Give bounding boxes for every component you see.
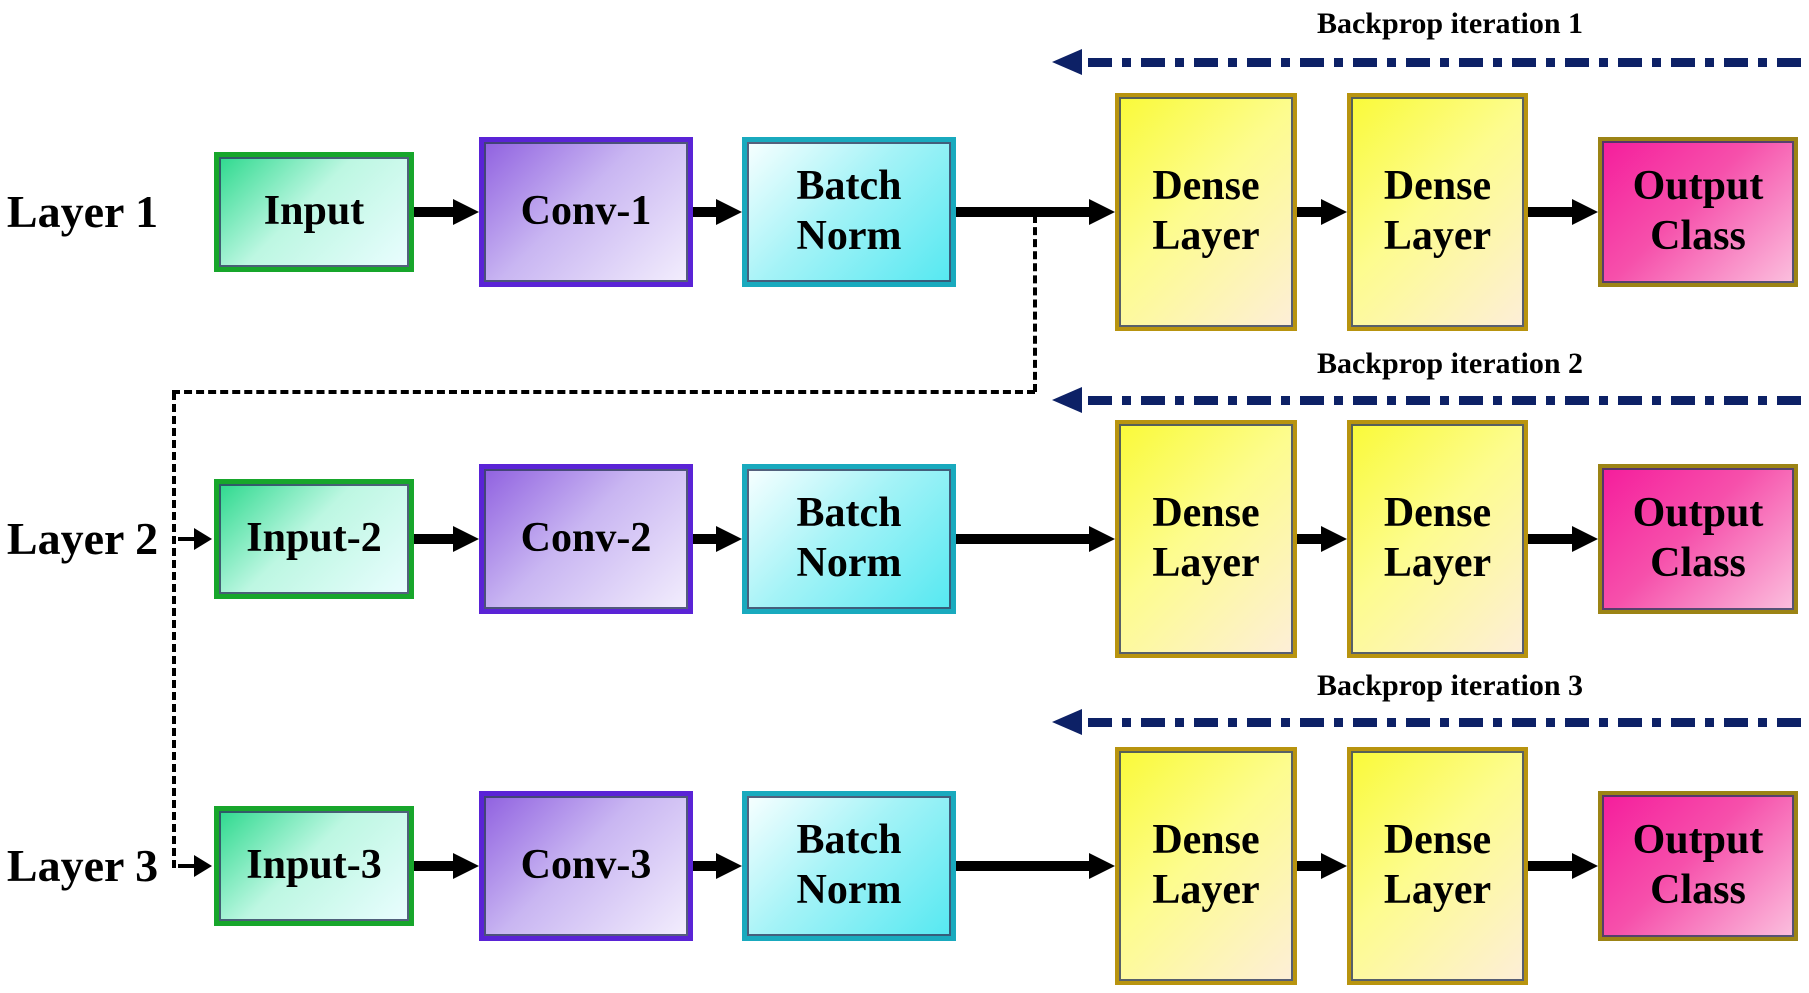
arrow-right-icon — [1321, 526, 1347, 552]
row1-arrow-conv-to-batchnorm — [693, 199, 742, 225]
row3-arrow-conv-to-batchnorm — [693, 853, 742, 879]
dash-dot-line — [1088, 395, 1809, 405]
row3-output-class-box: Output Class — [1598, 791, 1798, 941]
dashed-segment — [178, 864, 194, 868]
row2-input-box: Input-2 — [214, 479, 414, 599]
backprop-iteration-1-label: Backprop iteration 1 — [1316, 7, 1584, 40]
arrow-shaft — [693, 207, 716, 217]
row3-dense-layer-1-box: Dense Layer — [1115, 747, 1297, 985]
arrow-right-icon — [194, 528, 212, 550]
row2-dense-layer-1-box: Dense Layer — [1115, 420, 1297, 658]
arrow-right-icon — [1089, 853, 1115, 879]
arrow-right-icon — [1321, 199, 1347, 225]
row2-output-class-box: Output Class — [1598, 464, 1798, 614]
backprop-iteration-3-label: Backprop iteration 3 — [1316, 669, 1584, 702]
layer-1-label: Layer 1 — [6, 186, 159, 237]
row3-conv-box: Conv-3 — [479, 791, 693, 941]
row1-arrow-dense2-to-output — [1528, 199, 1598, 225]
arrow-shaft — [1297, 534, 1321, 544]
arrow-right-icon — [1572, 199, 1598, 225]
row1-input-box: Input — [214, 152, 414, 272]
row3-dense-layer-2-box: Dense Layer — [1347, 747, 1528, 985]
arrow-shaft — [414, 534, 453, 544]
row2-arrow-input-to-conv — [414, 526, 479, 552]
arrow-shaft — [693, 861, 716, 871]
layer-2-label: Layer 2 — [6, 513, 159, 564]
row1-arrow-input-to-conv — [414, 199, 479, 225]
arrow-shaft — [956, 534, 1089, 544]
feedback-dashed-vertical-from-row1 — [1033, 215, 1037, 392]
row2-dense-layer-2-box: Dense Layer — [1347, 420, 1528, 658]
row2-arrow-dense2-to-output — [1528, 526, 1598, 552]
arrow-right-icon — [1572, 853, 1598, 879]
arrow-right-icon — [1321, 853, 1347, 879]
dash-dot-line — [1088, 57, 1809, 67]
arrow-shaft — [1528, 534, 1572, 544]
arrow-shaft — [1528, 861, 1572, 871]
arrow-left-icon — [1052, 387, 1082, 413]
arrow-right-icon — [453, 526, 479, 552]
layer-3-label: Layer 3 — [6, 840, 159, 891]
arrow-shaft — [693, 534, 716, 544]
row3-arrow-dense1-to-dense2 — [1297, 853, 1347, 879]
row1-conv-box: Conv-1 — [479, 137, 693, 287]
arrow-right-icon — [716, 853, 742, 879]
row3-arrow-input-to-conv — [414, 853, 479, 879]
arrow-right-icon — [1572, 526, 1598, 552]
dashed-segment — [178, 537, 194, 541]
row1-dense-layer-2-box: Dense Layer — [1347, 93, 1528, 331]
backprop-iteration-3-line — [1052, 708, 1809, 736]
row2-conv-box: Conv-2 — [479, 464, 693, 614]
arrow-shaft — [956, 207, 1089, 217]
row3-input-box: Input-3 — [214, 806, 414, 926]
arrow-right-icon — [453, 853, 479, 879]
arrow-shaft — [1297, 207, 1321, 217]
arrow-shaft — [414, 207, 453, 217]
row2-arrow-conv-to-batchnorm — [693, 526, 742, 552]
arrow-right-icon — [716, 526, 742, 552]
arrow-left-icon — [1052, 49, 1082, 75]
row1-dense-layer-1-box: Dense Layer — [1115, 93, 1297, 331]
row3-arrow-dense2-to-output — [1528, 853, 1598, 879]
row3-batch-norm-box: Batch Norm — [742, 791, 956, 941]
row1-arrow-dense1-to-dense2 — [1297, 199, 1347, 225]
row2-batch-norm-box: Batch Norm — [742, 464, 956, 614]
backprop-iteration-2-label: Backprop iteration 2 — [1316, 347, 1584, 380]
feedback-dashed-vertical-left — [172, 392, 176, 868]
arrow-left-icon — [1052, 709, 1082, 735]
arrow-right-icon — [1089, 199, 1115, 225]
feedback-dashed-arrow-to-input3 — [178, 855, 216, 877]
arrow-right-icon — [1089, 526, 1115, 552]
arrow-right-icon — [453, 199, 479, 225]
arrow-right-icon — [716, 199, 742, 225]
backprop-iteration-1-line — [1052, 48, 1809, 76]
row1-arrow-batchnorm-to-dense — [956, 199, 1115, 225]
row1-batch-norm-box: Batch Norm — [742, 137, 956, 287]
row2-arrow-dense1-to-dense2 — [1297, 526, 1347, 552]
arrow-right-icon — [194, 855, 212, 877]
dash-dot-line — [1088, 717, 1809, 727]
arrow-shaft — [1297, 861, 1321, 871]
row1-output-class-box: Output Class — [1598, 137, 1798, 287]
arrow-shaft — [956, 861, 1089, 871]
backprop-iteration-2-line — [1052, 386, 1809, 414]
row3-arrow-batchnorm-to-dense — [956, 853, 1115, 879]
arrow-shaft — [414, 861, 453, 871]
arrow-shaft — [1528, 207, 1572, 217]
feedback-dashed-horizontal — [172, 390, 1035, 394]
row2-arrow-batchnorm-to-dense — [956, 526, 1115, 552]
feedback-dashed-arrow-to-input2 — [178, 528, 216, 550]
